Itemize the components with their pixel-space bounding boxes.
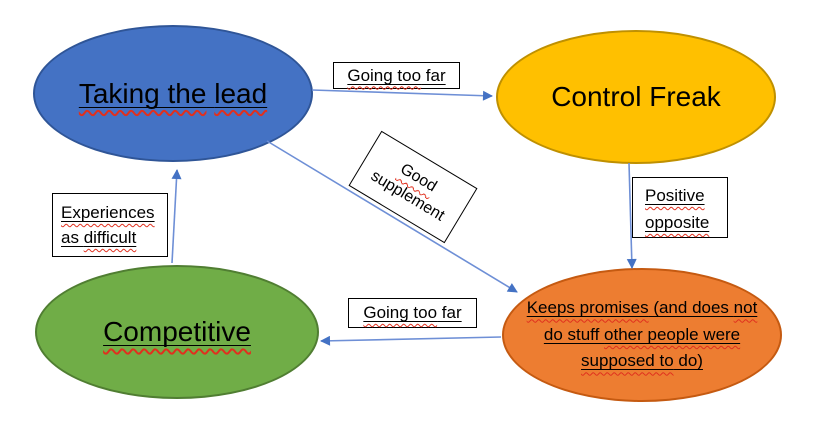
text-line: Taking the lead xyxy=(79,76,267,112)
misspelled-text-run: Keeps promises xyxy=(526,298,649,318)
misspelled-text-run: not xyxy=(733,298,758,318)
misspelled-text-run: Going too xyxy=(347,65,422,85)
text-line: Positive xyxy=(645,182,727,209)
misspelled-text-run: Positive xyxy=(645,186,705,205)
misspelled-text-run: Experiences xyxy=(61,203,155,222)
text-line: Going too far xyxy=(347,66,445,86)
text-run: as xyxy=(61,228,84,247)
node-competitive-label: Competitive xyxy=(103,314,251,350)
misspelled-text-run: supposed to xyxy=(581,351,674,371)
misspelled-text-run: Competitive xyxy=(103,316,251,347)
text-line: Keeps promises (and does not xyxy=(527,295,758,322)
text-line: Experiences xyxy=(61,200,167,225)
arrow-taking-the-lead-to-keeps-promises[interactable] xyxy=(266,140,518,293)
arrow-taking-the-lead-to-control-freak[interactable] xyxy=(311,89,493,101)
text-line: do stuff other people were xyxy=(527,322,758,349)
text-line: Going too far xyxy=(363,303,461,323)
text-line: Control Freak xyxy=(551,79,721,115)
node-control-freak-label: Control Freak xyxy=(551,79,721,115)
text-run: far xyxy=(421,65,446,85)
text-run: do xyxy=(543,324,568,344)
label-going-too-far-bottom[interactable]: Going too far xyxy=(348,298,477,328)
text-run: stuff xyxy=(567,324,605,344)
misspelled-text-run: opposite xyxy=(645,213,710,232)
text-line: Competitive xyxy=(103,314,251,350)
misspelled-text-run: Taking the xyxy=(78,77,207,109)
misspelled-text-run: other people were xyxy=(604,324,741,344)
misspelled-text-run: Going too xyxy=(363,303,438,322)
text-line: supposed to do) xyxy=(527,348,758,375)
text-line: opposite xyxy=(645,209,727,236)
misspelled-text-run: difficult xyxy=(83,228,137,247)
arrow-competitive-to-taking-the-lead[interactable] xyxy=(171,169,182,264)
text-run: far xyxy=(437,303,462,322)
text-line: as difficult xyxy=(61,225,167,250)
text-run: (and does xyxy=(648,298,734,318)
text-run: Control Freak xyxy=(551,81,721,112)
label-positive-opposite[interactable]: Positive opposite xyxy=(632,177,728,238)
arrow-control-freak-to-keeps-promises[interactable] xyxy=(626,162,637,269)
text-run: do) xyxy=(673,351,703,371)
node-competitive[interactable]: Competitive xyxy=(35,265,319,399)
label-experiences-as-difficult[interactable]: Experiences as difficult xyxy=(52,193,168,257)
node-taking-the-lead-label: Taking the lead xyxy=(79,76,267,112)
node-taking-the-lead[interactable]: Taking the lead xyxy=(33,25,313,162)
label-going-too-far-top[interactable]: Going too far xyxy=(333,62,460,89)
arrow-keeps-promises-to-competitive[interactable] xyxy=(320,335,502,346)
node-control-freak[interactable]: Control Freak xyxy=(496,30,776,164)
misspelled-text-run: lead xyxy=(214,77,268,109)
